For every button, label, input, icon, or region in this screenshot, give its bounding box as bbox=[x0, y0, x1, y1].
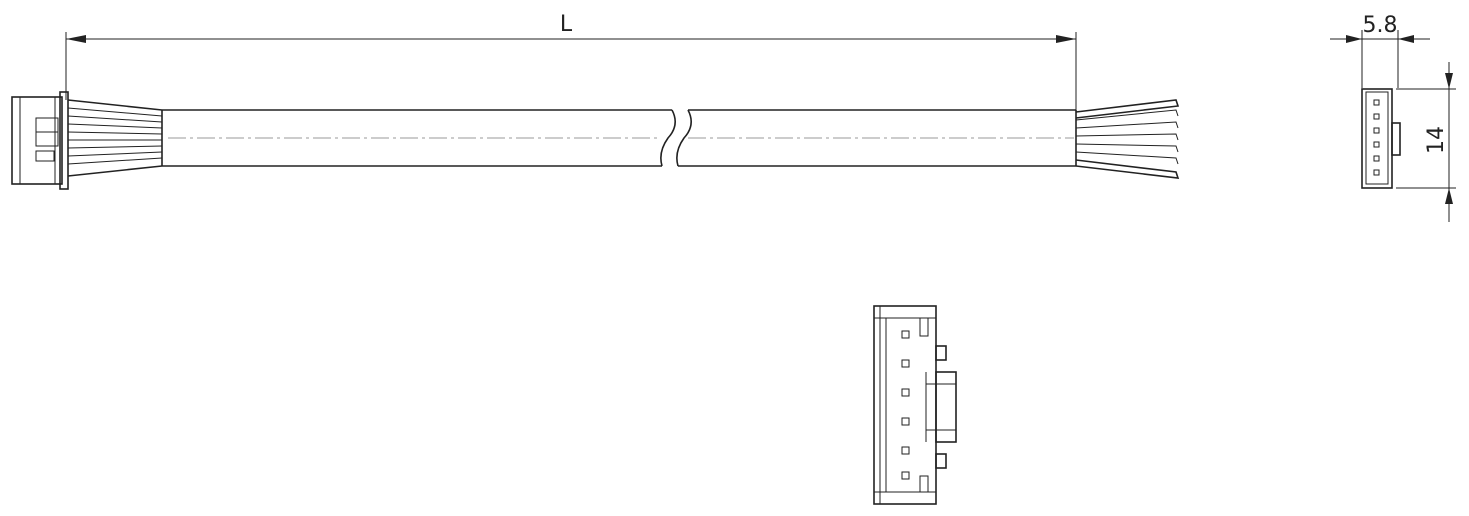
length-label: L bbox=[560, 12, 573, 37]
cable-body bbox=[161, 109, 1077, 167]
left-wire-fan bbox=[67, 99, 163, 177]
connector-face-view bbox=[873, 305, 957, 505]
length-dimension: L bbox=[65, 12, 1077, 110]
width-label: 5.8 bbox=[1363, 13, 1398, 38]
right-wire-ends bbox=[1075, 99, 1180, 179]
left-connector bbox=[11, 91, 69, 190]
end-view-small: 5.8 14 bbox=[1330, 13, 1456, 222]
height-label: 14 bbox=[1424, 126, 1449, 154]
